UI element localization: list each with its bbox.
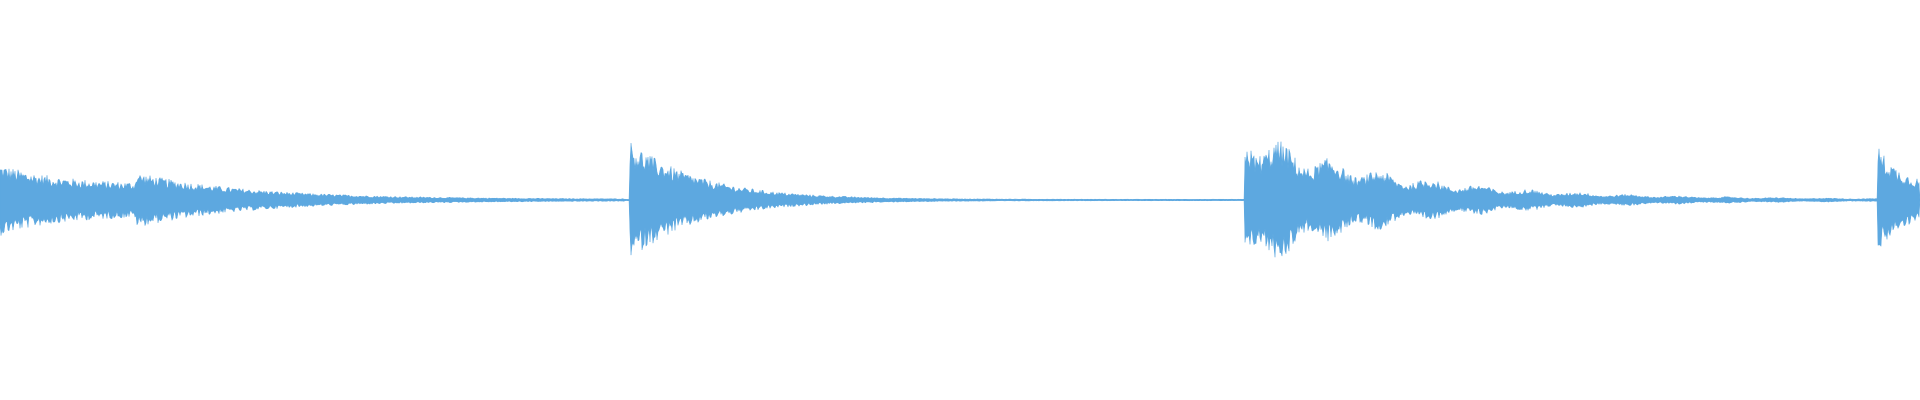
waveform-envelope bbox=[0, 141, 1920, 258]
